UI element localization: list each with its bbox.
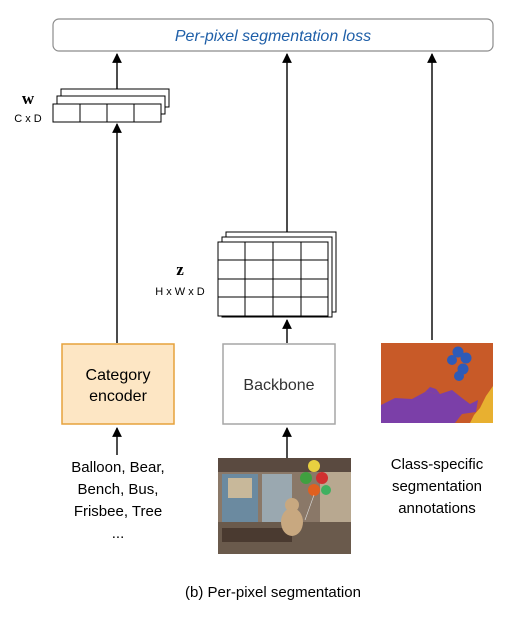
z-dims: H x W x D [155,286,205,298]
figure-caption: (b) Per-pixel segmentation [185,584,361,601]
category-encoder-label-1: Category [86,367,151,384]
category-encoder-label-2: encoder [89,388,147,405]
segmentation-annotation-image [381,343,493,423]
input-photo [218,458,351,554]
loss-label: Per-pixel segmentation loss [175,28,371,45]
backbone-label: Backbone [243,377,314,394]
w-dims: C x D [14,113,42,125]
w-symbol: w [22,89,35,108]
category-encoder-box [61,343,175,425]
annotations-label-1: Class-specific [391,456,484,473]
annotations-label-3: annotations [398,500,476,517]
loss-box [52,18,494,52]
annotations-label-2: segmentation [392,478,482,495]
category-list-line-3: Frisbee, Tree [74,503,162,520]
backbone-box [222,343,336,425]
category-list-line-1: Balloon, Bear, [71,459,164,476]
z-symbol: z [176,260,184,279]
category-list-line-4: ... [112,525,125,542]
w-matrix [52,88,170,123]
z-tensor [217,231,337,318]
category-list-line-2: Bench, Bus, [78,481,159,498]
